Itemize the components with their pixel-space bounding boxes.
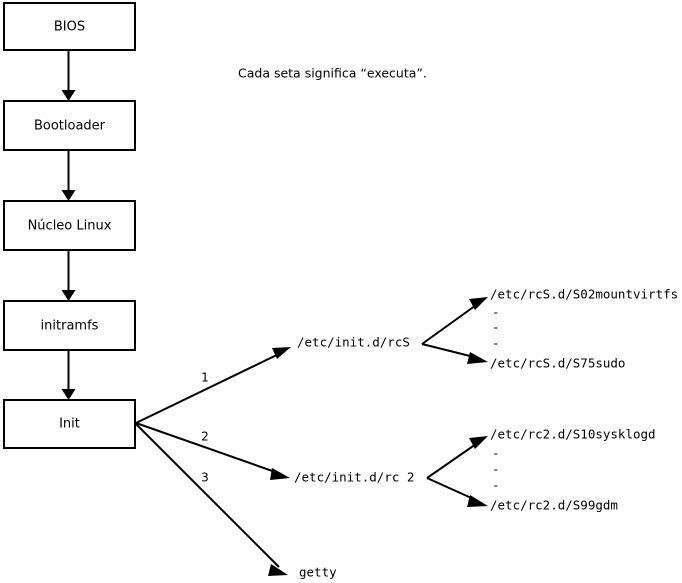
arrow-rcs-to-first: [421, 297, 488, 345]
rc2-ellipsis-dash-1: -: [492, 446, 500, 461]
branch-number-3: 3: [201, 471, 209, 485]
rc2-ellipsis-dash-2: -: [492, 462, 500, 477]
arrow-init-to-rc2: [135, 422, 290, 480]
arrow-rc2-to-first: [426, 436, 488, 479]
label-rcs-script[interactable]: /etc/init.d/rcS: [297, 335, 410, 350]
arrow-rc2-to-last: [426, 477, 488, 507]
arrow-initramfs-to-init: [61, 350, 76, 400]
legend-note: Cada seta significa “executa”.: [238, 66, 427, 81]
label-rc2-first-script[interactable]: /etc/rc2.d/S10sysklogd: [490, 427, 656, 442]
rc2-ellipsis-dash-3: -: [492, 478, 500, 493]
arrow-init-to-rcs: [135, 347, 291, 424]
label-rcs-last-script[interactable]: /etc/rcS.d/S75sudo: [490, 356, 625, 371]
label-rcs-first-script[interactable]: /etc/rcS.d/S02mountvirtfs: [490, 287, 678, 302]
arrow-init-to-getty: [135, 423, 288, 576]
box-initramfs-label: initramfs: [41, 319, 99, 334]
arrow-bootloader-to-kernel: [61, 150, 76, 201]
box-init[interactable]: Init: [3, 399, 136, 449]
box-kernel-label: Núcleo Linux: [28, 219, 112, 234]
box-bootloader-rect: [3, 100, 136, 151]
box-bios[interactable]: BIOS: [3, 2, 136, 51]
box-bootloader-label: Bootloader: [34, 119, 106, 134]
rcs-ellipsis-dash-1: -: [492, 305, 500, 320]
box-initramfs-rect: [3, 300, 136, 351]
label-rc2-script[interactable]: /etc/init.d/rc 2: [294, 470, 414, 485]
arrow-bios-to-bootloader: [61, 50, 76, 101]
branch-number-1: 1: [201, 371, 209, 385]
box-bios-label: BIOS: [54, 20, 85, 35]
box-init-rect: [3, 399, 136, 449]
box-bios-rect: [3, 2, 136, 51]
rcs-ellipsis-dash-3: -: [492, 336, 500, 351]
arrow-rcs-to-last: [421, 343, 488, 364]
box-init-label: Init: [59, 417, 80, 432]
box-bootloader[interactable]: Bootloader: [3, 100, 136, 151]
box-initramfs[interactable]: initramfs: [3, 300, 136, 351]
arrow-kernel-to-initramfs: [61, 250, 76, 301]
label-rc2-last-script[interactable]: /etc/rc2.d/S99gdm: [490, 498, 618, 513]
rcs-ellipsis-dash-2: -: [492, 320, 500, 335]
label-getty[interactable]: getty: [299, 565, 337, 580]
branch-number-2: 2: [201, 430, 209, 444]
box-kernel[interactable]: Núcleo Linux: [3, 200, 136, 251]
